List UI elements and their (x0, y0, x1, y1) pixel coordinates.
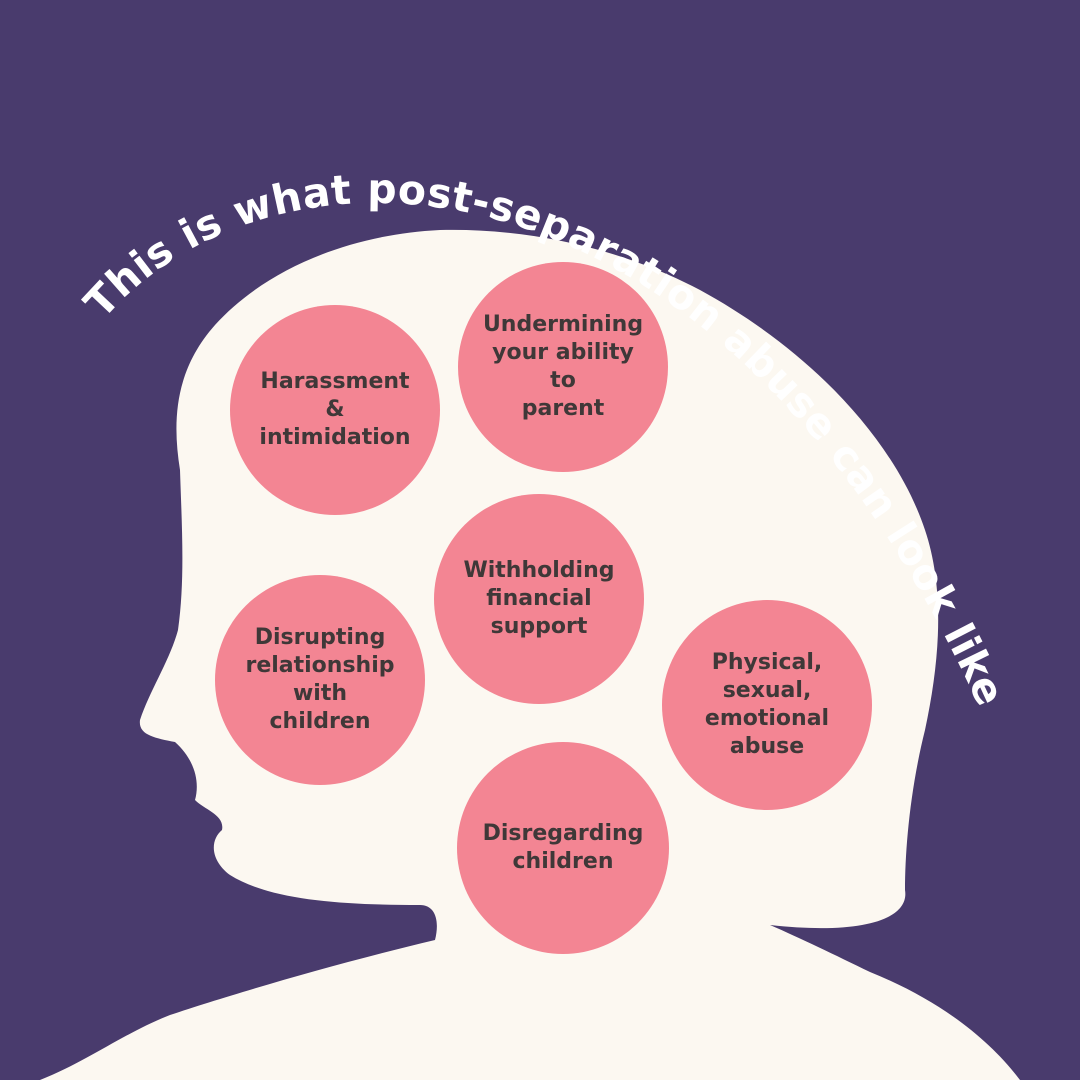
bubble-disregarding-children: Disregarding children (457, 742, 669, 954)
bubble-undermining-parenting: Undermining your ability to parent (458, 262, 668, 472)
bubble-withholding-financial-support: Withholding financial support (434, 494, 644, 704)
bubble-label: Undermining your ability to parent (482, 312, 644, 421)
bubble-label: Harassment & intimidation (259, 369, 411, 450)
bubble-disrupting-relationship: Disrupting relationship with children (215, 575, 425, 785)
bubble-label: Disregarding children (482, 821, 644, 874)
bubble-label: Withholding financial support (463, 558, 615, 639)
bubble-harassment-intimidation: Harassment & intimidation (230, 305, 440, 515)
bubble-physical-sexual-emotional-abuse: Physical, sexual, emotional abuse (662, 600, 872, 810)
bubble-label: Physical, sexual, emotional abuse (704, 650, 830, 759)
bubble-label: Disrupting relationship with children (245, 625, 395, 734)
